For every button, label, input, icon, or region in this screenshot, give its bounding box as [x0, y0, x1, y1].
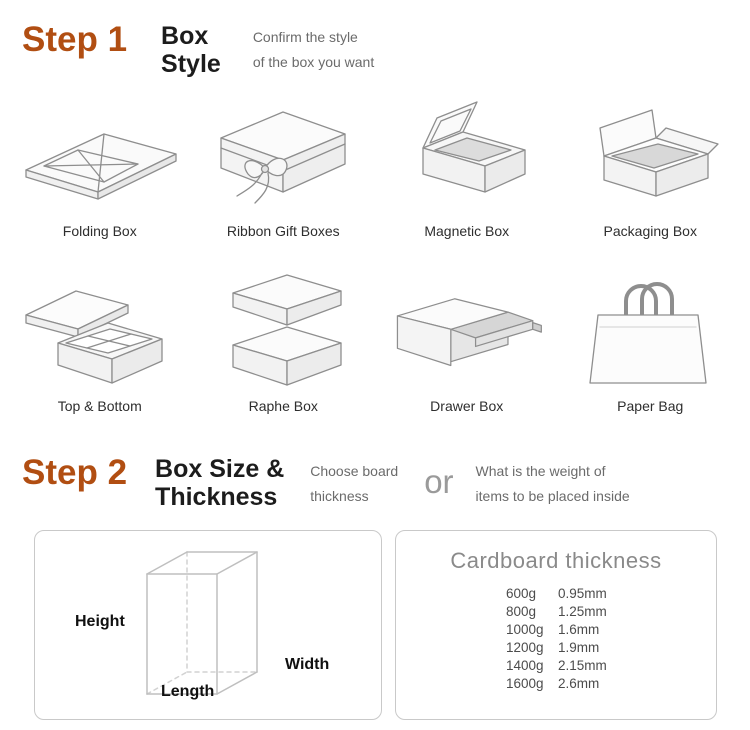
- step1-title: Box Style: [161, 22, 221, 78]
- width-label: Width: [285, 656, 330, 673]
- style-label: Packaging Box: [603, 223, 697, 239]
- folding-box-icon: [19, 86, 181, 216]
- style-label: Paper Bag: [617, 398, 684, 414]
- step2-option-a-line1: Choose board: [310, 463, 399, 479]
- thickness-row: 1400g 2.15mm: [506, 657, 716, 675]
- length-label: Length: [161, 683, 215, 700]
- step1-description: Confirm the style of the box you want: [253, 25, 374, 74]
- thickness-value: 1.9mm: [558, 640, 600, 656]
- paper-bag-icon: [569, 261, 731, 391]
- thickness-value: 0.95mm: [558, 586, 607, 601]
- step1-desc-line1: Confirm the style: [252, 29, 358, 45]
- step2-title-line2: Thickness: [155, 482, 278, 511]
- box-size-panel: Height Width Length: [34, 530, 382, 720]
- height-label: Height: [75, 613, 125, 630]
- box-style-grid: Folding Box Ribbon Gift Boxes: [8, 86, 742, 414]
- step1-header: Step 1 Box Style Confirm the style of th…: [22, 20, 374, 78]
- packaging-box-icon: [569, 86, 731, 216]
- step2-title-line1: Box Size &: [155, 455, 285, 483]
- weight-value: 1200g: [506, 640, 544, 656]
- weight-value: 1600g: [506, 676, 544, 692]
- cardboard-thickness-title: Cardboard thickness: [450, 548, 662, 573]
- drawer-box-icon: [386, 261, 548, 391]
- style-label: Magnetic Box: [424, 223, 510, 239]
- step2-option-a-line2: thickness: [310, 487, 369, 504]
- top-bottom-box-icon: [19, 261, 181, 391]
- step2-option-b: What is the weight of items to be placed…: [476, 459, 630, 508]
- ribbon-gift-box-icon: [202, 86, 364, 216]
- weight-value: 1400g: [506, 658, 544, 674]
- step1-desc-line2: of the box you want: [252, 53, 375, 70]
- step1-title-line2: Style: [161, 49, 221, 78]
- thickness-row: 800g 1.25mm: [506, 603, 716, 621]
- thickness-row: 1600g 2.6mm: [506, 675, 716, 693]
- thickness-value: 1.6mm: [558, 622, 600, 638]
- weight-value: 1000g: [506, 622, 544, 638]
- style-option-magnetic-box[interactable]: Magnetic Box: [375, 86, 559, 239]
- step2-label: Step 2: [22, 453, 128, 492]
- style-option-drawer-box[interactable]: Drawer Box: [375, 261, 559, 414]
- style-label: Raphe Box: [248, 398, 318, 414]
- style-option-top-bottom[interactable]: Top & Bottom: [8, 261, 192, 414]
- cardboard-thickness-panel: Cardboard thickness 600g 0.95mm 800g 1.2…: [395, 530, 717, 720]
- thickness-value: 2.15mm: [558, 658, 607, 674]
- raphe-box-icon: [202, 261, 364, 391]
- style-option-raphe-box[interactable]: Raphe Box: [192, 261, 376, 414]
- style-label: Top & Bottom: [57, 398, 142, 414]
- thickness-value: 2.6mm: [558, 676, 600, 692]
- size-cube-diagram: [127, 539, 287, 716]
- style-option-packaging-box[interactable]: Packaging Box: [559, 86, 743, 239]
- step2-option-b-line1: What is the weight of: [475, 463, 606, 479]
- step2-option-b-line2: items to be placed inside: [475, 487, 630, 504]
- thickness-row: 1200g 1.9mm: [506, 639, 716, 657]
- step2-panels: Height Width Length Cardboard thickness …: [34, 530, 717, 720]
- step1-label: Step 1: [22, 20, 128, 59]
- thickness-table: 600g 0.95mm 800g 1.25mm 1000g 1.6mm 1200…: [506, 585, 716, 693]
- style-option-paper-bag[interactable]: Paper Bag: [559, 261, 743, 414]
- step2-option-a: Choose board thickness: [310, 459, 398, 508]
- or-separator: or: [424, 463, 454, 500]
- thickness-value: 1.25mm: [558, 604, 607, 620]
- thickness-row: 1000g 1.6mm: [506, 621, 716, 639]
- thickness-row: 600g 0.95mm: [506, 585, 716, 603]
- weight-value: 600g: [506, 586, 537, 601]
- style-label: Folding Box: [62, 223, 137, 239]
- weight-value: 800g: [506, 604, 537, 620]
- style-label: Drawer Box: [430, 398, 504, 414]
- style-option-folding-box[interactable]: Folding Box: [8, 86, 192, 239]
- style-option-ribbon-gift-boxes[interactable]: Ribbon Gift Boxes: [192, 86, 376, 239]
- step1-title-line1: Box: [161, 22, 209, 50]
- magnetic-box-icon: [386, 86, 548, 216]
- step2-title: Box Size & Thickness: [155, 455, 285, 511]
- step2-header: Step 2 Box Size & Thickness Choose board…: [22, 453, 630, 511]
- style-label: Ribbon Gift Boxes: [226, 223, 340, 239]
